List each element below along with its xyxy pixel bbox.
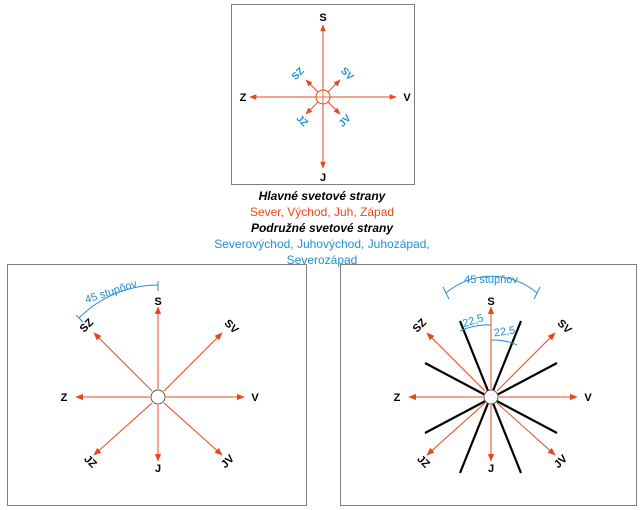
nw-arrow: [426, 332, 486, 392]
nw-arrow: [305, 79, 319, 93]
arrows-22-5: [408, 306, 578, 462]
angle-45-label: 45 stupňov: [464, 274, 518, 286]
arc-22-5-a: [459, 324, 492, 332]
label-east: V: [403, 92, 411, 104]
legend-sub-items-1: Severovýchod, Juhovýchod, Juhozápad,: [214, 237, 430, 251]
label-east: V: [251, 392, 259, 404]
label-north: S: [154, 296, 161, 308]
label-north: S: [319, 12, 326, 24]
label-north: S: [487, 296, 494, 308]
legend-main-title: Hlavné svetové strany: [258, 189, 386, 203]
center-rose: [315, 89, 331, 105]
label-sw: JZ: [81, 453, 99, 471]
label-nw: SZ: [411, 316, 430, 335]
label-west: Z: [61, 392, 68, 404]
label-ne: SV: [338, 66, 355, 83]
ne-arrow: [496, 332, 556, 392]
label-se: JV: [337, 113, 354, 130]
angle-45-arc: [75, 281, 159, 323]
arrows-45: [75, 306, 245, 462]
label-nw: SZ: [290, 66, 307, 83]
legend: Hlavné svetové strany Sever, Východ, Juh…: [171, 188, 473, 268]
label-sw: JZ: [414, 453, 432, 471]
main-arrows: [249, 24, 397, 169]
center-circle: [150, 389, 166, 405]
label-west: Z: [240, 92, 247, 104]
center-circle: [483, 389, 499, 405]
nw-arrow: [93, 332, 153, 392]
label-ne: SV: [222, 317, 241, 336]
compass-45: 45 stupňov S J V Z SV SZ JV JZ: [61, 278, 260, 475]
arc-45: [445, 275, 538, 294]
compass-basic: S J V Z SV SZ JV JZ: [240, 12, 412, 184]
sw-arrow: [426, 402, 486, 456]
angle-arcs: [442, 275, 541, 346]
label-west: Z: [394, 392, 401, 404]
angle-22-5-a-label: 22,5: [461, 312, 485, 330]
legend-sub-items-2: Severozápad: [286, 253, 358, 267]
arc-22-5-b: [490, 339, 518, 346]
legend-sub-title: Podružné svetové strany: [250, 221, 394, 235]
compass-panel-basic: S J V Z SV SZ JV JZ: [231, 4, 415, 185]
ne-arrow: [163, 332, 223, 392]
sw-arrow: [305, 101, 319, 115]
label-east: V: [584, 392, 592, 404]
legend-main-items: Sever, Východ, Juh, Západ: [249, 205, 395, 219]
label-ne: SV: [555, 317, 574, 336]
label-south: J: [320, 172, 326, 184]
se-arrow: [327, 101, 341, 115]
diagonal-arrows: [305, 79, 341, 115]
se-arrow: [496, 402, 556, 456]
compass-22-5: 45 stupňov 22,5 22,5 S J V Z SV SZ JV JZ: [394, 274, 593, 475]
se-arrow: [163, 402, 223, 456]
label-south: J: [488, 463, 494, 475]
angle-45-label: 45 stupňov: [84, 278, 139, 306]
label-south: J: [155, 463, 161, 475]
ne-arrow: [327, 79, 341, 93]
angle-22-5-b-label: 22,5: [493, 325, 516, 340]
compass-panel-22-5: 45 stupňov 22,5 22,5 S J V Z SV SZ JV JZ: [340, 264, 637, 506]
sw-arrow: [93, 402, 153, 456]
compass-panel-45: 45 stupňov S J V Z SV SZ JV JZ: [7, 264, 307, 506]
label-sw: JZ: [294, 113, 310, 129]
